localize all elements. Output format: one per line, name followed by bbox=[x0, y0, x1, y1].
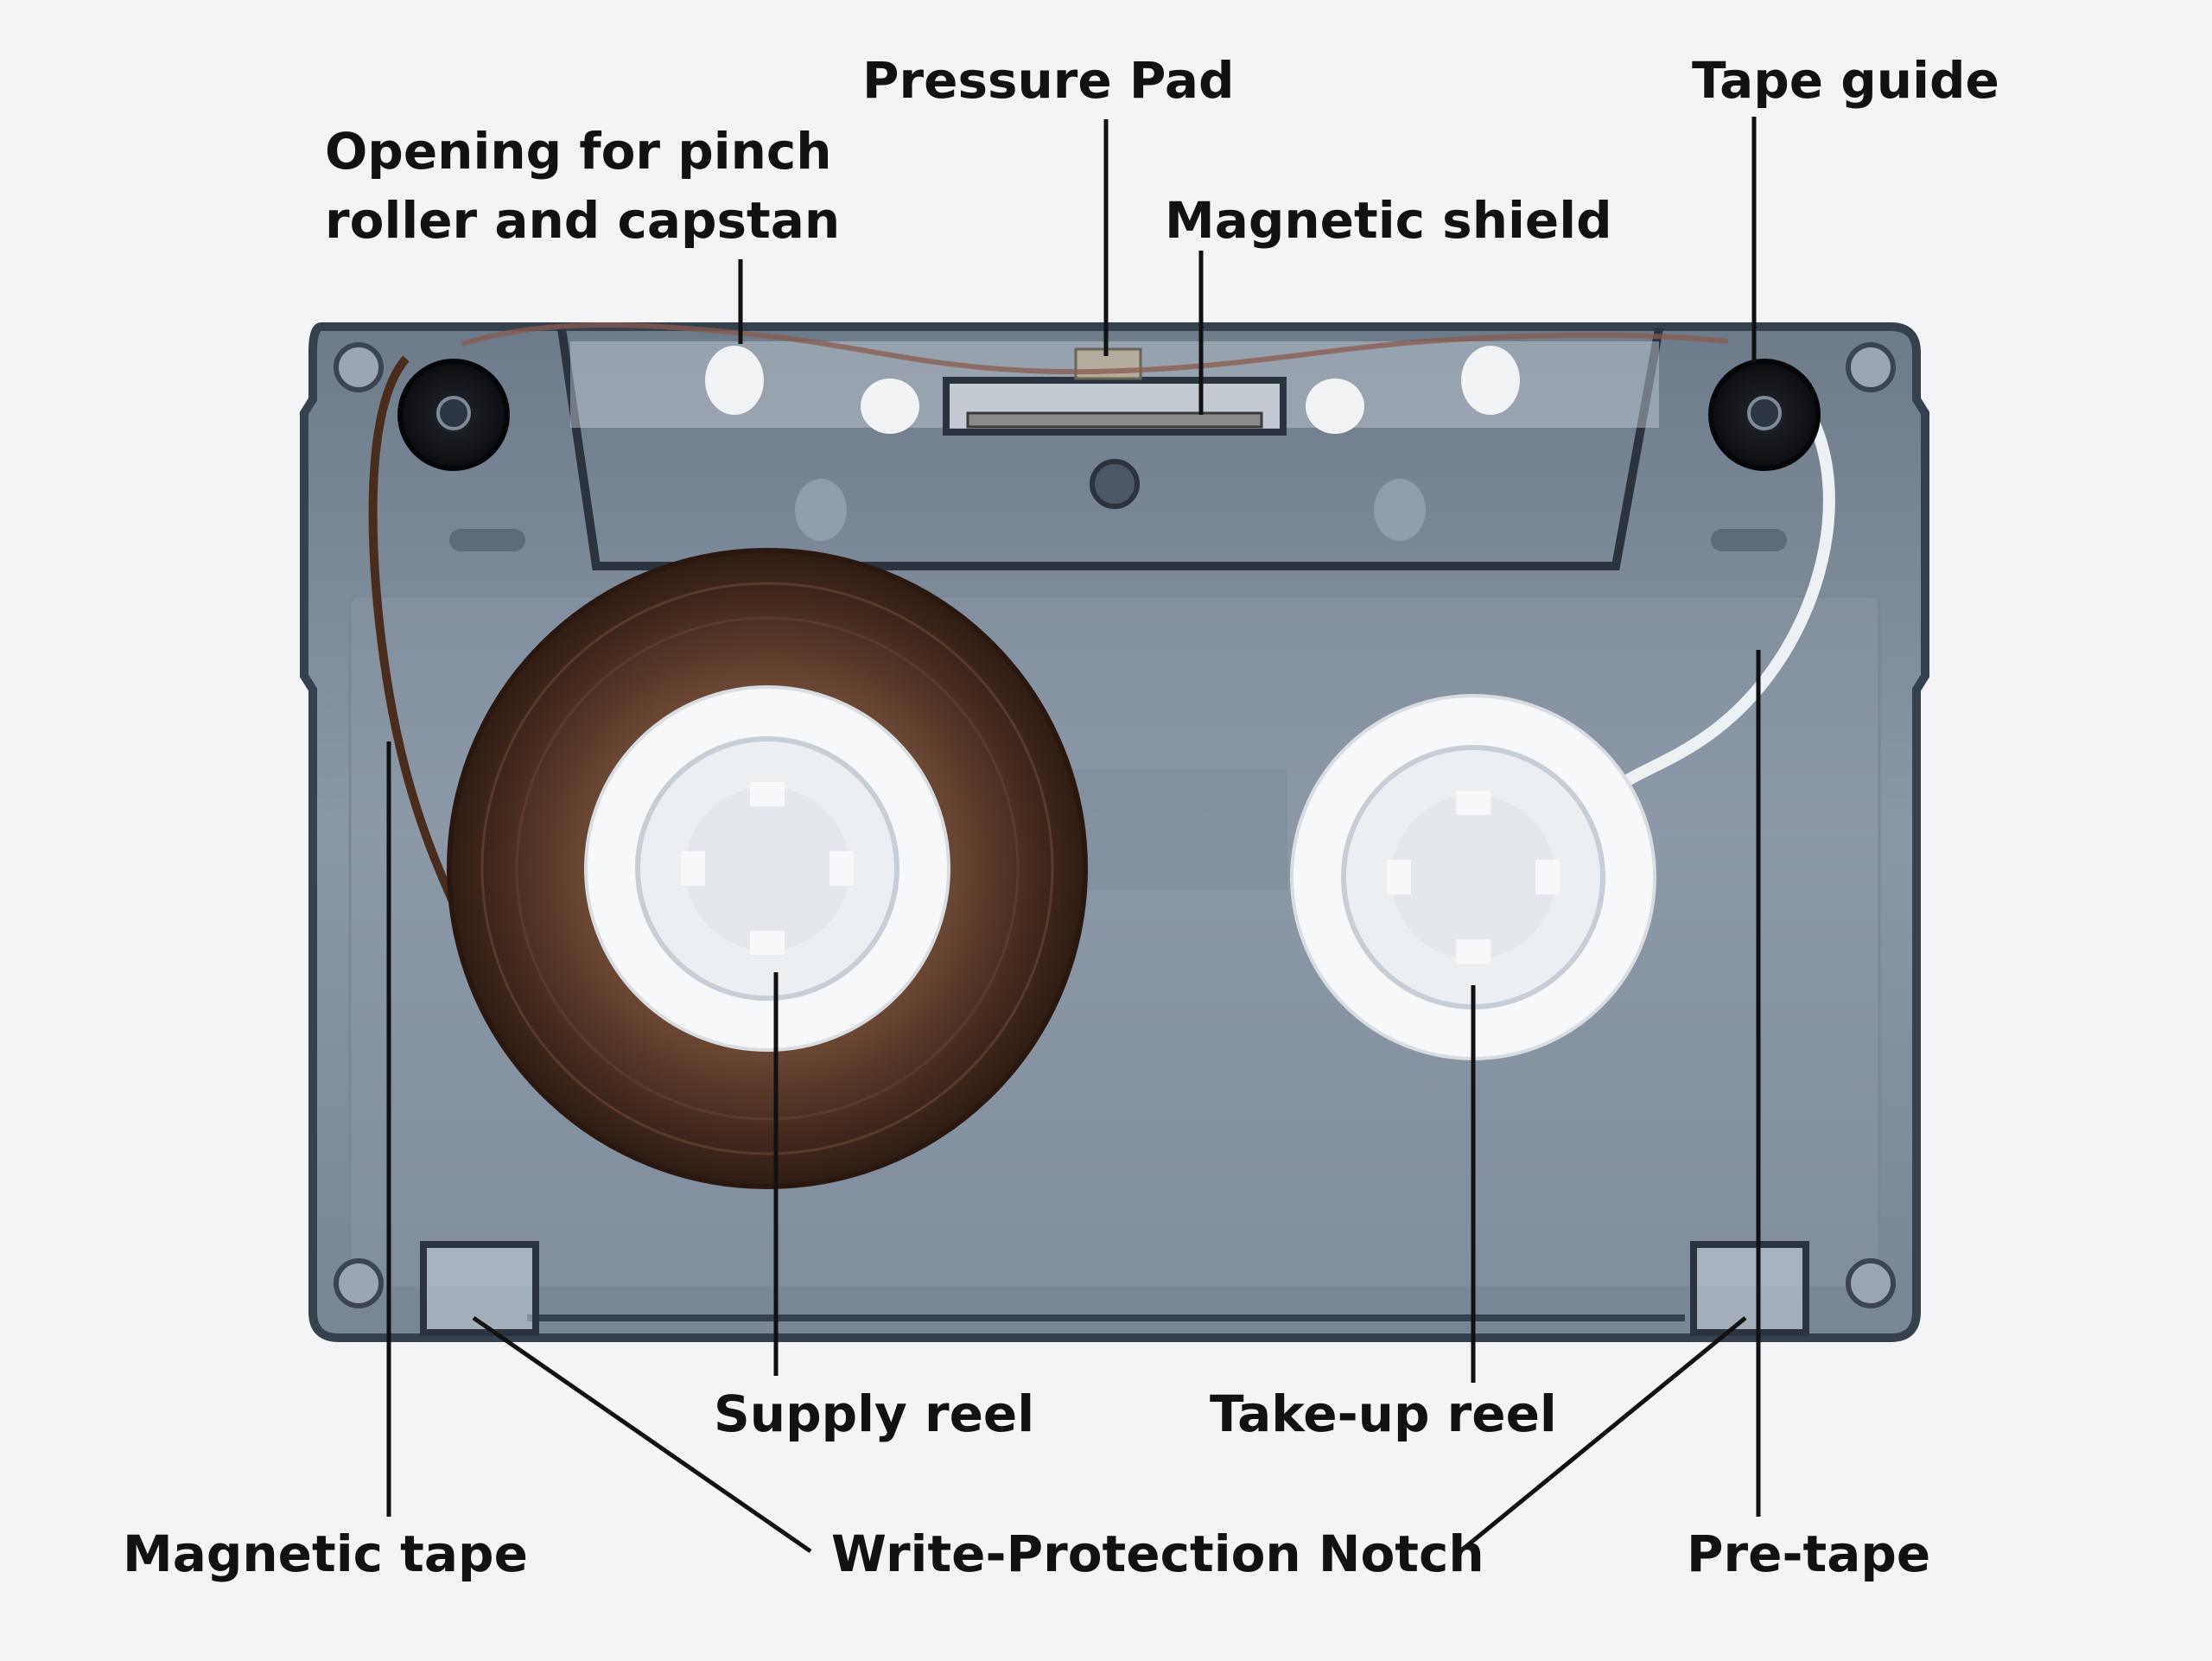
left-roller bbox=[397, 359, 510, 471]
write-protection-notch-right bbox=[1690, 1241, 1809, 1336]
label-pre-tape: Pre-tape bbox=[1687, 1524, 1931, 1583]
tape-path-top bbox=[461, 322, 1729, 375]
label-opening-line1: Opening for pinch bbox=[325, 122, 832, 181]
label-take-up-reel: Take-up reel bbox=[1210, 1384, 1557, 1443]
label-supply-reel: Supply reel bbox=[714, 1384, 1035, 1443]
leader-lines bbox=[386, 117, 1761, 1554]
tape-guide-roller bbox=[1708, 359, 1821, 471]
label-write-protection-notch: Write-Protection Notch bbox=[831, 1524, 1484, 1583]
label-tape-guide: Tape guide bbox=[1692, 51, 1999, 110]
leader-notch-right bbox=[1459, 1316, 1747, 1553]
label-opening-line2: roller and capstan bbox=[325, 191, 841, 250]
corner-screws bbox=[334, 342, 1896, 1308]
magnetic-tape-path bbox=[368, 355, 471, 935]
leader-notch-left bbox=[472, 1315, 812, 1554]
label-magnetic-tape: Magnetic tape bbox=[123, 1524, 528, 1583]
label-pressure-pad: Pressure Pad bbox=[862, 51, 1235, 110]
supply-reel bbox=[447, 548, 1088, 1189]
label-magnetic-shield: Magnetic shield bbox=[1165, 191, 1612, 250]
take-up-reel bbox=[1290, 694, 1656, 1060]
pre-tape bbox=[1621, 371, 1835, 787]
write-protection-notch-left bbox=[420, 1241, 539, 1336]
